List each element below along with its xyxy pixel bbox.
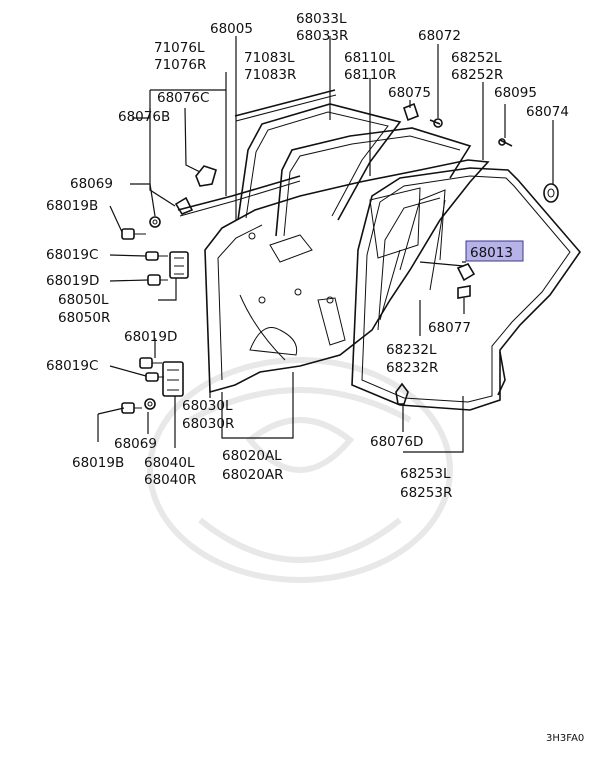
label-71076L[interactable]: 71076L — [154, 40, 205, 56]
label-68033L[interactable]: 68033L — [296, 11, 347, 27]
window-channel — [379, 189, 446, 321]
bolt-68019B-lower — [121, 402, 142, 414]
label-68253L[interactable]: 68253L — [400, 466, 451, 482]
clip-68013 — [456, 263, 476, 282]
clip-68077 — [457, 285, 471, 299]
bolt-68019C-upper — [145, 251, 168, 261]
label-68020AR[interactable]: 68020AR — [222, 467, 284, 483]
leader-lines — [97, 36, 554, 453]
lower-hinge — [162, 361, 184, 397]
label-68110L[interactable]: 68110L — [344, 50, 395, 66]
label-68075[interactable]: 68075 — [388, 85, 431, 101]
clip-68076C — [174, 196, 194, 215]
label-68076D[interactable]: 68076D — [370, 434, 423, 450]
bolt-68019D-upper — [147, 274, 168, 286]
label-68069-lower[interactable]: 68069 — [114, 436, 157, 452]
diagram-code: 3H3FA0 — [546, 733, 584, 744]
label-68013[interactable]: 68013 — [470, 245, 513, 261]
label-68019B-upper[interactable]: 68019B — [46, 198, 98, 214]
label-68253R[interactable]: 68253R — [400, 485, 452, 501]
label-68076B[interactable]: 68076B — [118, 109, 170, 125]
label-68033R[interactable]: 68033R — [296, 28, 348, 44]
label-68095[interactable]: 68095 — [494, 85, 537, 101]
label-71083R[interactable]: 71083R — [244, 67, 296, 83]
label-68040L[interactable]: 68040L — [144, 455, 195, 471]
washer-68069-upper — [149, 216, 161, 228]
part-labels: 68005 68033L 68033R 68072 71076L 71076R … — [46, 11, 569, 501]
window-frame — [237, 103, 472, 237]
label-68019C-lower[interactable]: 68019C — [46, 358, 98, 374]
door-shell — [204, 159, 490, 394]
label-68040R[interactable]: 68040R — [144, 472, 196, 488]
screw-68095 — [498, 138, 513, 147]
bolt-68019C-lower — [145, 372, 164, 382]
label-68072[interactable]: 68072 — [418, 28, 461, 44]
label-68076C[interactable]: 68076C — [157, 90, 209, 106]
label-68019D-lower[interactable]: 68019D — [124, 329, 177, 345]
label-68030R[interactable]: 68030R — [182, 416, 234, 432]
label-68030L[interactable]: 68030L — [182, 398, 233, 414]
label-68019D-upper[interactable]: 68019D — [46, 273, 99, 289]
label-68232L[interactable]: 68232L — [386, 342, 437, 358]
screw-68072 — [429, 118, 443, 128]
label-68050L[interactable]: 68050L — [58, 292, 109, 308]
label-68252L[interactable]: 68252L — [451, 50, 502, 66]
label-68252R[interactable]: 68252R — [451, 67, 503, 83]
bolt-68019D-lower — [139, 357, 162, 369]
upper-hinge — [169, 251, 189, 279]
label-68232R[interactable]: 68232R — [386, 360, 438, 376]
label-68050R[interactable]: 68050R — [58, 310, 110, 326]
clip-68076D — [395, 382, 409, 405]
label-68020AL[interactable]: 68020AL — [222, 448, 282, 464]
label-68077[interactable]: 68077 — [428, 320, 471, 336]
grommet-68074 — [543, 183, 559, 203]
label-68005[interactable]: 68005 — [210, 21, 253, 37]
label-68019B-lower[interactable]: 68019B — [72, 455, 124, 471]
highlight-68013 — [465, 240, 524, 262]
clip-68076B — [195, 165, 217, 187]
label-68069-upper[interactable]: 68069 — [70, 176, 113, 192]
label-68019C-upper[interactable]: 68019C — [46, 247, 98, 263]
bolt-68019B-upper — [121, 228, 146, 240]
label-68110R[interactable]: 68110R — [344, 67, 396, 83]
washer-68069-lower — [144, 398, 156, 410]
label-68074[interactable]: 68074 — [526, 104, 569, 120]
label-71083L[interactable]: 71083L — [244, 50, 295, 66]
watermark-emblem — [147, 357, 453, 583]
weatherstrip — [351, 167, 582, 411]
belt-moulding — [177, 89, 337, 217]
label-71076R[interactable]: 71076R — [154, 57, 206, 73]
clip-68075 — [403, 102, 419, 122]
